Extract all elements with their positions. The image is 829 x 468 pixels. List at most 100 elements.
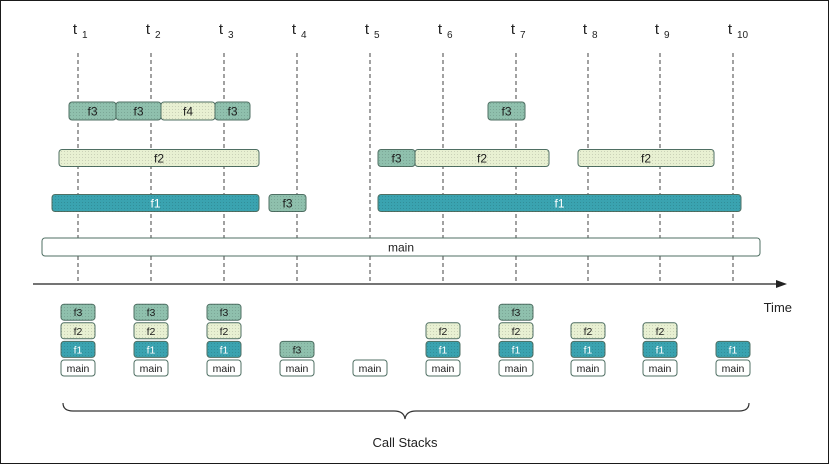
timeline-bar-f1: f1	[51, 194, 260, 212]
stack-frame-main: main	[715, 359, 751, 377]
stack-frame-f2: f2	[642, 322, 678, 340]
timeline-bar-f3: f3	[487, 101, 526, 121]
stack-frame-label: f3	[512, 307, 521, 319]
stack-frame-texture	[134, 322, 168, 339]
stack-frame-label: main	[505, 363, 528, 375]
stack-frame-f2: f2	[60, 322, 96, 340]
stack-frame-f2: f2	[498, 322, 534, 340]
stack-frame-rect	[352, 359, 388, 377]
stack-frame-f3: f3	[60, 303, 96, 321]
stack-frame-rect	[425, 359, 461, 377]
bar-rect-main	[41, 237, 761, 257]
bar-label-f2: f2	[477, 152, 487, 166]
timeline-bar-f2: f2	[414, 149, 550, 167]
stack-frame-main: main	[498, 359, 534, 377]
stack-frame-label: f3	[147, 307, 156, 319]
stack-frame-rect	[498, 359, 534, 377]
stack-frame-texture	[643, 341, 677, 358]
stack-frame-f3: f3	[133, 303, 169, 321]
stack-frame-label: f1	[74, 344, 83, 356]
stack-frame-f3: f3	[498, 303, 534, 321]
bar-label-f4: f4	[183, 105, 193, 119]
stack-frame-label: f1	[512, 344, 521, 356]
bar-label-f3: f3	[133, 105, 143, 119]
stack-frame-rect	[206, 359, 242, 377]
tick-label-t7: t	[511, 21, 516, 38]
bar-label-f2: f2	[641, 152, 651, 166]
bar-label-f3: f3	[227, 105, 237, 119]
stack-frame-label: main	[649, 363, 672, 375]
bar-texture	[578, 149, 714, 167]
stack-frame-label: f1	[439, 344, 448, 356]
call-stack-t10: main f1	[715, 340, 751, 377]
stack-frame-f1: f1	[206, 340, 242, 358]
timeline-bar-f3: f3	[214, 101, 251, 121]
stack-frame-rect	[715, 359, 751, 377]
bar-texture	[52, 194, 259, 212]
stack-frame-rect	[279, 359, 315, 377]
stack-frame-label: f2	[220, 326, 229, 338]
stack-frame-main: main	[642, 359, 678, 377]
tick-subscript-t6: 6	[447, 30, 453, 41]
bar-texture	[488, 102, 525, 120]
timeline-bar-f2: f2	[577, 149, 715, 167]
stack-frame-texture	[61, 341, 95, 358]
tick-label-t5: t	[365, 21, 370, 38]
stack-frame-texture	[499, 304, 533, 321]
tick-subscript-t1: 1	[82, 30, 88, 41]
time-axis-arrowhead	[776, 280, 787, 288]
stack-frame-main: main	[206, 359, 242, 377]
tick-label-t4: t	[292, 21, 297, 38]
brace-path	[62, 402, 750, 420]
stack-frame-label: main	[286, 363, 309, 375]
call-stack-t7: main f1 f2 f3	[498, 303, 534, 377]
stack-frame-main: main	[425, 359, 461, 377]
timeline-bar-f4: f4	[160, 101, 216, 121]
stack-frame-f2: f2	[133, 322, 169, 340]
bar-texture	[116, 102, 161, 120]
stack-frame-label: f2	[512, 326, 521, 338]
stack-frame-label: main	[577, 363, 600, 375]
timeline-bar-f2: f2	[58, 149, 260, 167]
stack-frame-texture	[207, 304, 241, 321]
stack-frame-texture	[643, 322, 677, 339]
stack-frame-f2: f2	[425, 322, 461, 340]
stack-frame-main: main	[133, 359, 169, 377]
stack-frame-f1: f1	[425, 340, 461, 358]
bar-texture	[59, 149, 259, 167]
stack-frame-f1: f1	[715, 340, 751, 358]
stack-frame-label: f2	[147, 326, 156, 338]
stack-frame-texture	[716, 341, 750, 358]
stack-frame-label: f2	[656, 326, 665, 338]
bar-label-f3: f3	[87, 105, 97, 119]
bar-label-f3: f3	[282, 197, 292, 211]
stack-frame-rect	[570, 359, 606, 377]
stack-frame-f1: f1	[642, 340, 678, 358]
tick-subscript-t4: 4	[301, 30, 307, 41]
call-stack-t3: main f1 f2 f3	[206, 303, 242, 377]
stack-frame-f1: f1	[133, 340, 169, 358]
bar-texture	[69, 102, 116, 120]
stack-frame-label: f1	[220, 344, 229, 356]
stack-frame-texture	[499, 341, 533, 358]
stack-frame-label: f3	[74, 307, 83, 319]
tick-subscript-t3: 3	[228, 30, 234, 41]
stack-frame-label: main	[432, 363, 455, 375]
call-stacks: mainf1f2f3mainf1f2f3mainf1f2f3mainf3main…	[60, 303, 751, 377]
stack-frame-texture	[280, 341, 314, 358]
tick-subscript-t9: 9	[664, 30, 670, 41]
stack-frame-label: main	[722, 363, 745, 375]
stack-frame-f1: f1	[60, 340, 96, 358]
bar-texture	[215, 102, 250, 120]
tick-label-t6: t	[438, 21, 443, 38]
bar-label-f2: f2	[154, 152, 164, 166]
stack-frame-label: f3	[220, 307, 229, 319]
time-axis-label: Time	[764, 300, 792, 315]
